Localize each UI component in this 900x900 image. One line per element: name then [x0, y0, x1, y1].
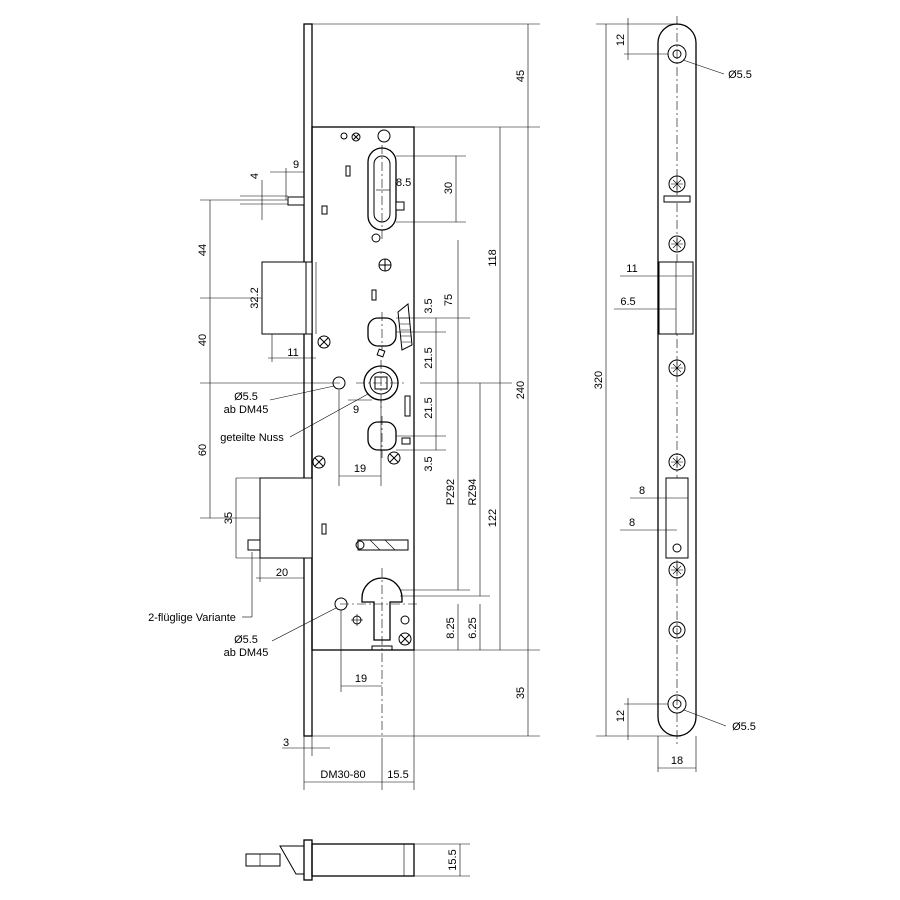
top-pin — [287, 196, 305, 206]
dim-9-top: 9 — [293, 159, 299, 171]
dim-15-5: 15.5 — [387, 769, 408, 781]
dim-21-5-lower: 21.5 — [423, 397, 435, 418]
dim-12-top: 12 — [615, 34, 627, 46]
dim-21-5-upper: 21.5 — [423, 347, 435, 368]
dim-35-left: 35 — [223, 512, 235, 524]
bottom-latch — [279, 845, 305, 875]
spring — [397, 303, 413, 351]
dim-9-mid: 9 — [353, 404, 359, 416]
bottom-bolt — [245, 853, 281, 867]
label-two-leaf: 2-flüglige Variante — [148, 612, 236, 624]
dim-45: 45 — [515, 70, 527, 82]
faceplate-dimensions: 320 12 Ø5.5 12 Ø5.5 11 6.5 8 8 18 — [593, 18, 756, 772]
deadbolt-pin — [247, 539, 261, 551]
dim-32-2: 32.2 — [249, 287, 261, 308]
dim-6-5: 6.5 — [620, 296, 635, 308]
screw-icon — [668, 175, 686, 193]
dim-20: 20 — [276, 567, 288, 579]
top-hole — [377, 129, 391, 143]
dim-19-mid: 19 — [354, 463, 366, 475]
label-hole-upper-1: Ø5.5 — [234, 391, 258, 403]
dim-3: 3 — [283, 737, 289, 749]
dim-15-5-side: 15.5 — [447, 849, 459, 870]
label-hole-lower-2: ab DM45 — [224, 647, 269, 659]
dim-240: 240 — [515, 381, 527, 399]
screw-icon — [387, 451, 401, 465]
dim-30: 30 — [443, 182, 455, 194]
forend-strip — [303, 23, 313, 737]
screw-icon — [312, 455, 326, 469]
dim-5-5-bottom: Ø5.5 — [732, 721, 756, 733]
screw-icon — [668, 561, 686, 579]
dim-40: 40 — [197, 334, 209, 346]
small-hole — [371, 233, 381, 243]
screw-icon — [398, 632, 412, 646]
dim-3-5-upper: 3.5 — [423, 298, 435, 313]
bottom-case — [311, 843, 415, 877]
dim-44: 44 — [197, 244, 209, 256]
dim-35-right: 35 — [515, 687, 527, 699]
bottom-forend — [303, 839, 313, 881]
dim-dm30-80: DM30-80 — [320, 769, 365, 781]
screw-icon — [668, 453, 686, 471]
label-split-hub: geteilte Nuss — [220, 432, 284, 444]
screw-icon — [668, 235, 686, 253]
front-view — [247, 23, 420, 740]
dim-6-25: 6.25 — [467, 617, 479, 638]
dim-8-5: 8.5 — [396, 177, 411, 189]
dim-8-25: 8.25 — [445, 617, 457, 638]
faceplate-hole-mid — [668, 621, 686, 639]
front-dimensions: 45 240 35 118 30 8.5 75 3.5 21.5 21.5 3.… — [148, 23, 540, 790]
dim-320: 320 — [593, 371, 605, 389]
dim-4: 4 — [249, 173, 261, 179]
cylinder-cutout — [361, 577, 403, 641]
screw-icon — [668, 359, 686, 377]
dim-5-5-top: Ø5.5 — [728, 69, 752, 81]
dim-12-bottom: 12 — [615, 710, 627, 722]
screw-icon — [317, 335, 331, 349]
dim-rz94: RZ94 — [467, 479, 479, 506]
label-hole-upper-2: ab DM45 — [224, 404, 269, 416]
dim-75: 75 — [443, 294, 455, 306]
deadbolt — [259, 477, 313, 559]
dim-11-right: 11 — [626, 263, 637, 275]
label-hole-lower-1: Ø5.5 — [234, 634, 258, 646]
cylinder-lever — [357, 539, 409, 551]
latch-bolt — [261, 261, 313, 335]
dim-pz92: PZ92 — [445, 479, 457, 505]
bottom-view: 15.5 — [245, 839, 470, 881]
dim-11-left: 11 — [287, 347, 298, 359]
dim-19-bottom: 19 — [355, 673, 367, 685]
faceplate-view — [657, 16, 697, 744]
bolt-opening — [665, 477, 689, 559]
dim-122: 122 — [487, 509, 499, 527]
lock-case — [311, 126, 415, 651]
dim-3-5-lower: 3.5 — [423, 456, 435, 471]
dim-18: 18 — [671, 755, 683, 767]
dim-8-b: 8 — [629, 517, 635, 529]
dim-118: 118 — [487, 249, 499, 267]
dim-8-a: 8 — [639, 485, 645, 497]
dim-60: 60 — [197, 444, 209, 456]
